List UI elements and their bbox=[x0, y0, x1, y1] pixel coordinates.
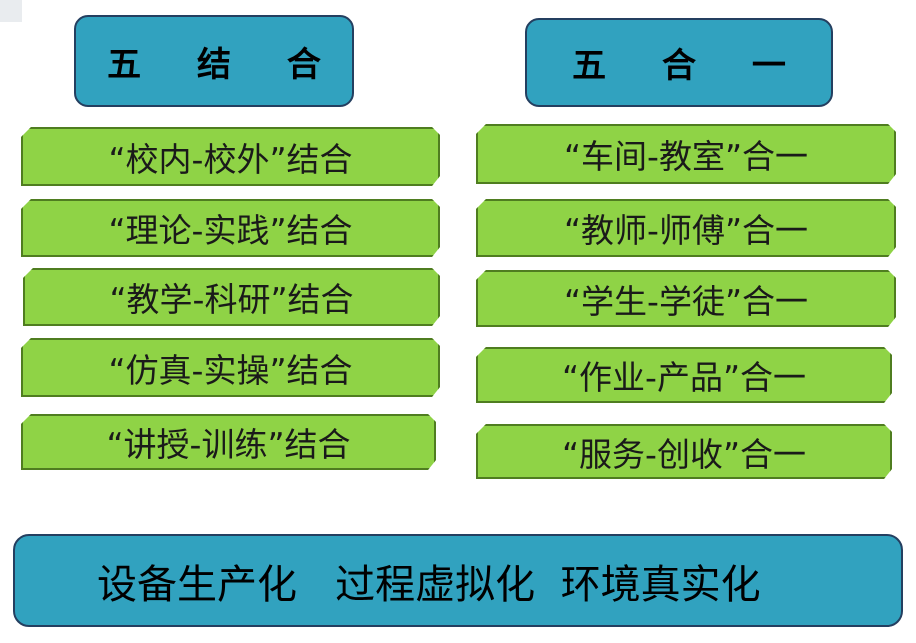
right-item-teacher-master: “教师-师傅”合一 bbox=[476, 199, 896, 257]
left-item-lecture-training: “讲授-训练”结合 bbox=[21, 414, 436, 470]
right-item-assignment-product: “作业-产品”合一 bbox=[476, 347, 892, 403]
left-item-campus: “校内-校外”结合 bbox=[21, 127, 440, 186]
left-item-simulation-operation: “仿真-实操”结合 bbox=[21, 338, 440, 397]
left-item-teaching-research: “教学-科研”结合 bbox=[23, 268, 440, 326]
right-item-student-apprentice: “学生-学徒”合一 bbox=[476, 270, 896, 327]
left-item-theory-practice: “理论-实践”结合 bbox=[21, 199, 440, 257]
footer-banner: 设备生产化 过程虚拟化 环境真实化 bbox=[13, 534, 903, 627]
header-five-combinations: 五 结 合 bbox=[74, 15, 354, 107]
corner-decoration bbox=[0, 0, 22, 22]
header-five-in-one: 五 合 一 bbox=[525, 18, 833, 107]
right-item-service-revenue: “服务-创收”合一 bbox=[476, 424, 892, 479]
right-item-workshop-classroom: “车间-教室”合一 bbox=[476, 124, 896, 184]
